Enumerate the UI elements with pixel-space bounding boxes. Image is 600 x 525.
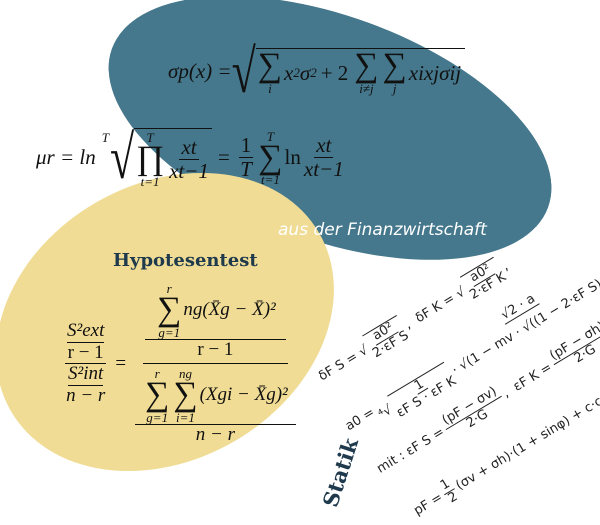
sum-bottom: i=1 (175, 410, 195, 426)
term: xixjσij (408, 60, 462, 85)
hypothesis-ellipse (0, 172, 334, 472)
fraction-den: T (240, 157, 252, 182)
equals: = (115, 352, 127, 374)
fraction-num: xt (179, 134, 199, 160)
sum-sign: ∑ (257, 47, 282, 85)
sum-bottom: g=1 (146, 410, 169, 426)
fraction-num: 1 (238, 133, 254, 159)
term: σ (299, 60, 311, 85)
sum-index: i≠j (359, 80, 374, 96)
sum-top: T (266, 128, 275, 144)
sum-sign: ∑ (173, 376, 198, 414)
root-index: T (101, 130, 109, 145)
fraction-num: xt (314, 133, 334, 159)
r-minus-1: r − 1 (197, 338, 234, 360)
a0-lhs: a0 = (343, 405, 378, 435)
exponent: 2 (293, 65, 300, 80)
exponent: 2 (310, 65, 317, 80)
root-sign: √ (109, 123, 135, 193)
n-minus-r: n − r (66, 385, 106, 407)
n-minus-r: n − r (195, 424, 235, 446)
within-group-term: (Xgi − X̄g)² (199, 384, 288, 406)
r-minus-1: r − 1 (67, 341, 104, 363)
fraction-den: xt−1 (303, 157, 344, 182)
finance-label: aus der Finanzwirtschaft (278, 220, 487, 240)
sum-sign: ∑ (145, 376, 170, 414)
sum-bottom: t=1 (260, 172, 280, 188)
prod-bottom: t=1 (140, 173, 160, 189)
term: x (284, 60, 294, 85)
sum-top: ng (178, 366, 192, 382)
sum-sign: ∑ (354, 47, 379, 85)
sum-sign: ∑ (258, 138, 283, 176)
hypothesis-heading: Hypotesentest (113, 250, 258, 271)
sum-top: r (166, 281, 172, 296)
ln: ln (284, 145, 301, 170)
product-sign: ∏ (136, 140, 165, 177)
sum-sign: ∑ (157, 291, 182, 328)
sum-index: i (268, 80, 272, 96)
fraction-den: xt−1 (169, 158, 209, 183)
sqrt-sign: √ (231, 37, 256, 106)
s-ext: S²ext (67, 319, 105, 343)
sigma-lhs: σp(x) = (168, 59, 232, 83)
sum-index: j (392, 80, 397, 96)
between-group-term: ng(X̄g − X̄)² (183, 298, 276, 320)
mu-lhs: μr = ln (36, 145, 96, 170)
sum-sign: ∑ (382, 47, 407, 85)
term: + 2 (320, 60, 349, 85)
sum-top: r (154, 366, 160, 382)
prod-top: T (146, 130, 154, 145)
s-int: S²int (68, 363, 104, 387)
sum-bottom: g=1 (158, 324, 181, 340)
equals: = (217, 145, 230, 170)
